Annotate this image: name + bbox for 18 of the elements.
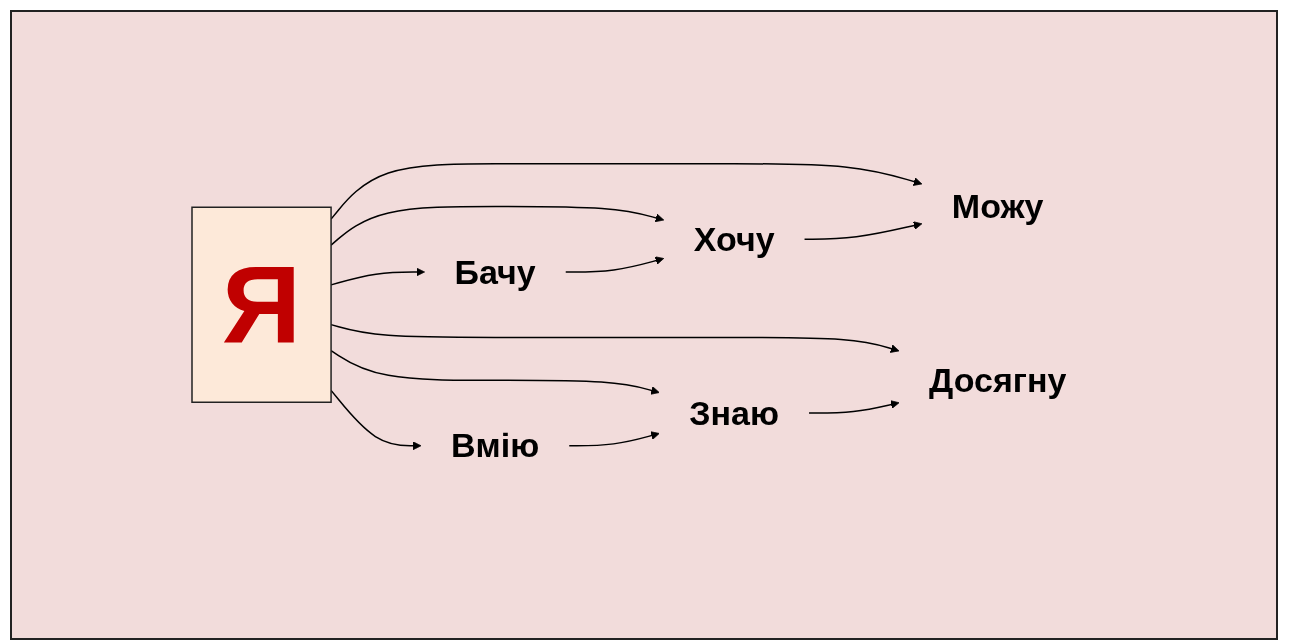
node-text: Бачу <box>454 252 536 291</box>
node-box <box>191 206 332 403</box>
arrow <box>803 221 923 240</box>
arrow <box>568 431 660 447</box>
arrow <box>330 323 900 353</box>
arrow <box>330 267 425 286</box>
arrow <box>330 389 422 451</box>
node-text: Можу <box>951 187 1044 225</box>
node-text: Знаю <box>689 393 779 432</box>
node-text: Хочу <box>693 219 775 258</box>
node-text: Вмію <box>450 426 540 465</box>
arrow <box>564 256 664 273</box>
arrow <box>330 349 660 395</box>
node-text: Досягну <box>928 360 1067 399</box>
arrow <box>808 400 900 414</box>
arrow <box>330 205 664 246</box>
arrow <box>330 163 923 220</box>
diagram-panel: Можу Досягну Я Хочу Знаю Бачу Вмію <box>10 10 1278 640</box>
